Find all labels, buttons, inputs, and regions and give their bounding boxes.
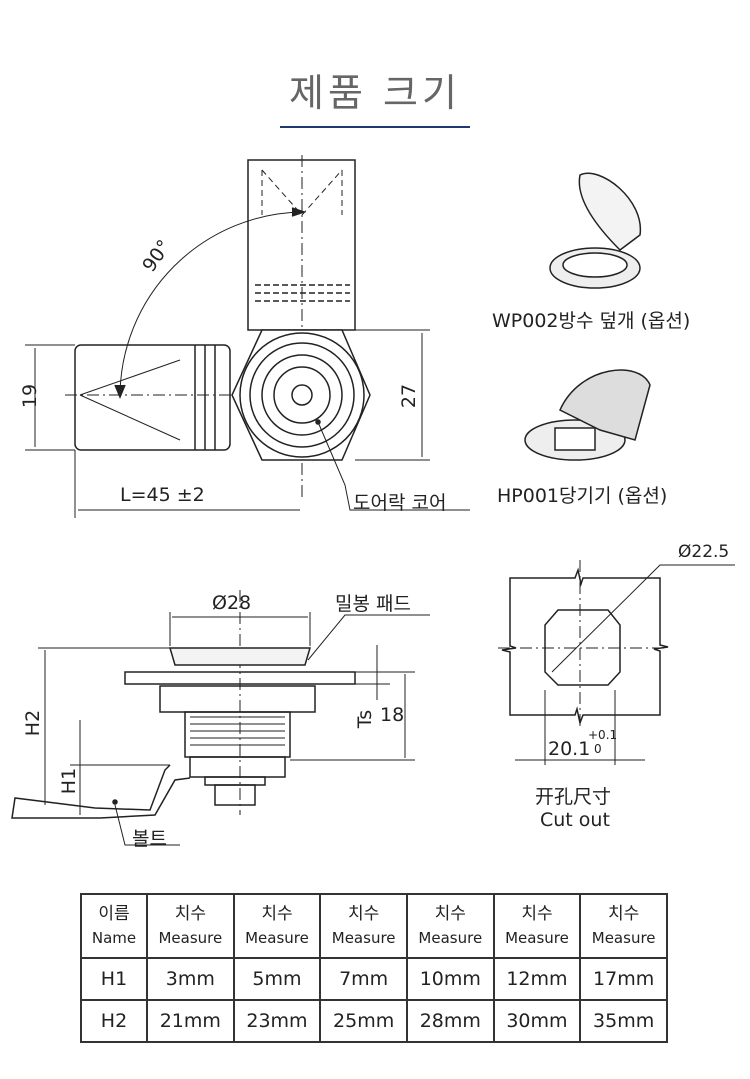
- header-en: Measure: [505, 929, 569, 947]
- table-cell: 30mm: [492, 999, 582, 1043]
- table-cell: 17mm: [579, 957, 668, 1001]
- size-table: 이름 Name 치수 Measure 치수 Measure 치수 Measure 치수 M…: [80, 893, 668, 1043]
- tolerance-upper: +0.1: [588, 728, 618, 742]
- waterproof-cover-image: [549, 172, 641, 289]
- table-cell: 12mm: [492, 957, 582, 1001]
- header-en: Measure: [158, 929, 223, 947]
- wp002-label: WP002방수 덮개 (옵션): [492, 310, 691, 332]
- dia-28: Ø28: [212, 592, 252, 614]
- header-en: Measure: [591, 929, 656, 947]
- header-en: Measure: [418, 929, 483, 947]
- tolerance-lower: 0: [594, 742, 602, 756]
- header-ko: 이름: [98, 904, 130, 924]
- lock-side-view: [11, 590, 430, 846]
- table-cell: 25mm: [319, 999, 408, 1043]
- header-cell: 치수 Measure: [232, 893, 322, 959]
- header-cell: 치수 Measure: [146, 893, 235, 959]
- door-lock-core-label: 도어락 코어: [353, 492, 447, 514]
- cutout-width: 20.1: [548, 738, 591, 760]
- dim-19: 19: [19, 383, 42, 409]
- header-ko: 치수: [261, 904, 293, 924]
- title-underline: [280, 126, 470, 128]
- table-cell: 28mm: [405, 999, 495, 1043]
- hp001-label: HP001당기기 (옵션): [497, 485, 668, 507]
- header-cell: 이름 Name: [80, 893, 148, 959]
- pull-handle-image: [524, 369, 651, 461]
- sealing-pad-label: 밀봉 패드: [335, 593, 411, 615]
- header-cell: 치수 Measure: [492, 893, 582, 959]
- h2-dim: H2: [22, 709, 45, 737]
- table-cell: H2: [80, 999, 148, 1043]
- header-en: Name: [91, 929, 137, 947]
- table-cell: 10mm: [405, 957, 495, 1001]
- cutout-drawing: [498, 560, 735, 765]
- header-cell: 치수 Measure: [579, 893, 668, 959]
- cutout-label-cn: 开孔尺寸: [535, 786, 612, 808]
- length-dim: L=45 ±2: [120, 484, 205, 506]
- h1-dim: H1: [58, 767, 81, 795]
- cutout-label-en: Cut out: [540, 809, 610, 831]
- dim-27: 27: [398, 383, 421, 409]
- header-cell: 치수 Measure: [319, 893, 408, 959]
- ts-dim: Ts: [354, 709, 377, 729]
- header-cell: 치수 Measure: [405, 893, 495, 959]
- table-cell: 7mm: [319, 957, 408, 1001]
- table-cell: 21mm: [146, 999, 235, 1043]
- header-en: Measure: [331, 929, 396, 947]
- table-cell: 5mm: [232, 957, 322, 1001]
- header-en: Measure: [245, 929, 309, 947]
- table-cell: 23mm: [232, 999, 322, 1043]
- bolt-label: 볼트: [132, 828, 167, 850]
- table-header-row: 이름 Name 치수 Measure 치수 Measure 치수 Measure 치수 M…: [80, 893, 668, 959]
- lock-top-view: [25, 155, 470, 518]
- header-ko: 치수: [521, 904, 553, 924]
- dia-22-5: Ø22.5: [678, 542, 730, 562]
- header-ko: 치수: [608, 904, 640, 924]
- table-cell: H1: [80, 957, 148, 1001]
- header-ko: 치수: [348, 904, 380, 924]
- header-ko: 치수: [174, 904, 206, 924]
- table-cell: 35mm: [579, 999, 668, 1043]
- header-ko: 치수: [434, 904, 466, 924]
- page-title: 제품 크기: [289, 71, 461, 115]
- table-cell: 3mm: [146, 957, 235, 1001]
- dim-18: 18: [380, 704, 405, 726]
